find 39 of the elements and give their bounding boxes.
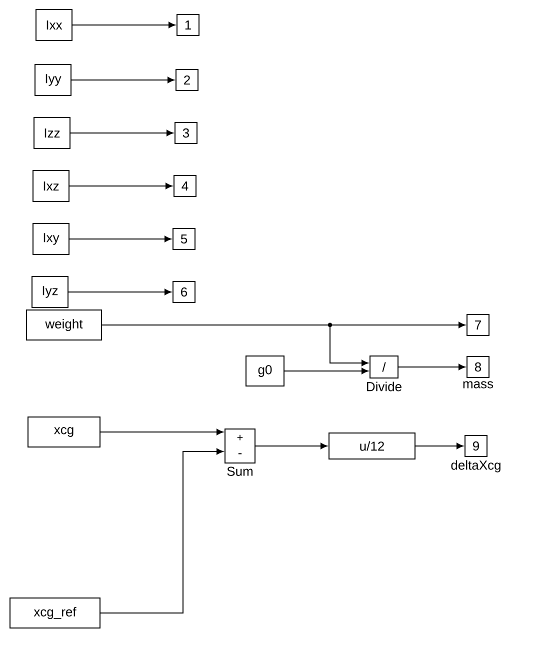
output-port: 3 <box>174 122 198 144</box>
input-block: Ixx <box>36 9 72 41</box>
input-block: Izz <box>34 117 70 149</box>
input-block: xcg <box>28 416 100 448</box>
output-port: 6 <box>172 281 196 303</box>
input-block: xcg_ref <box>10 598 100 628</box>
output-port: 9 <box>464 435 488 457</box>
block-label: deltaXcg <box>451 460 500 472</box>
input-block: Iyy <box>34 64 72 96</box>
block-label: Sum <box>227 466 252 476</box>
output-port: 2 <box>176 69 198 91</box>
block-label: mass <box>463 381 494 388</box>
output-port: 7 <box>466 314 490 336</box>
arrow <box>72 22 176 28</box>
output-port: 8 <box>466 356 490 378</box>
output-port: 5 <box>172 228 196 250</box>
arrow <box>100 448 224 614</box>
block-label: Divide <box>367 382 402 392</box>
arrow <box>284 368 368 374</box>
sum-block: + - <box>224 428 256 464</box>
arrow <box>71 76 174 84</box>
arrow <box>69 182 172 190</box>
arrow <box>69 236 172 242</box>
arrow <box>415 442 464 450</box>
arrow <box>100 428 224 436</box>
arrow <box>70 130 174 136</box>
arrow <box>398 364 466 370</box>
input-block: Iyz <box>32 276 68 308</box>
arrow <box>255 442 328 450</box>
input-block: Ixz <box>32 170 70 202</box>
arrow <box>68 288 172 296</box>
input-block: g0 <box>246 356 284 386</box>
input-block: Ixy <box>32 223 70 255</box>
gain-block: u/12 <box>328 432 416 460</box>
output-port: 1 <box>176 14 200 36</box>
output-port: 4 <box>174 175 196 197</box>
arrow <box>102 324 368 366</box>
input-block: weight <box>26 310 102 340</box>
divide-block: / <box>370 356 398 378</box>
